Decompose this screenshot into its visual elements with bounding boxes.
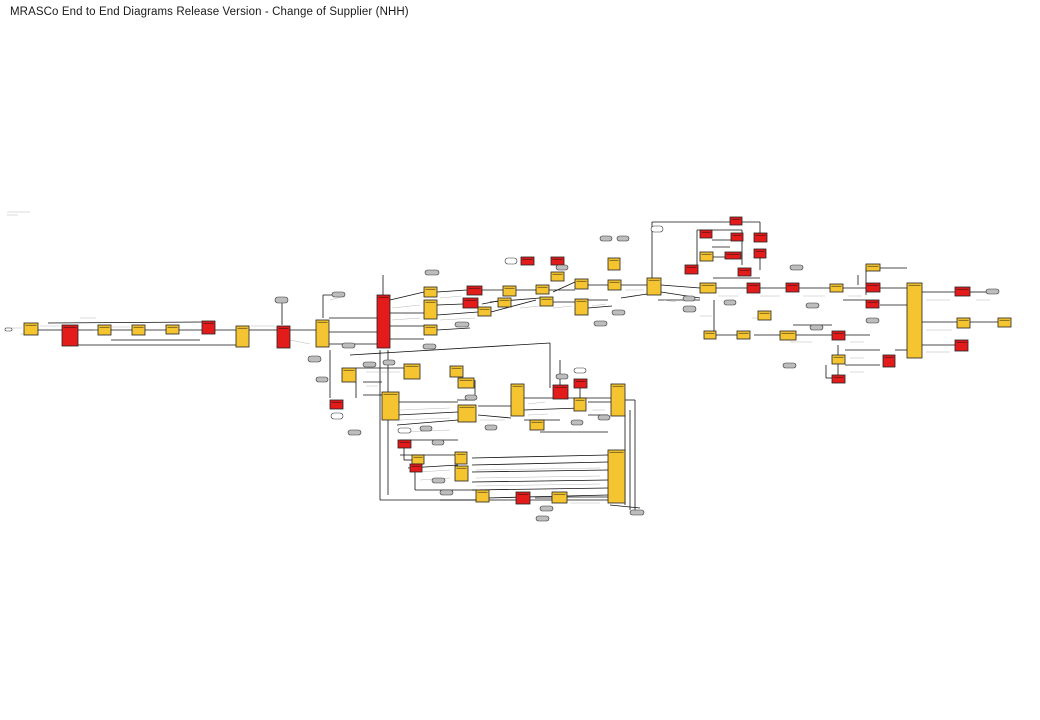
label-leaders: [5, 211, 990, 504]
process-nodes: [4, 216, 1012, 522]
connector-lines: [38, 221, 998, 510]
diagram-title: MRASCo End to End Diagrams Release Versi…: [10, 6, 409, 18]
